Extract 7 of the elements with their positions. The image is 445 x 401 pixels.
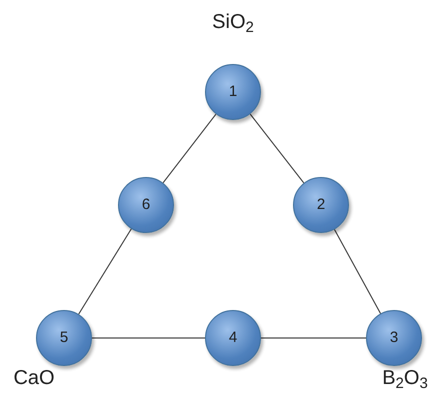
connector-line [334, 229, 382, 314]
connector-line [78, 228, 132, 315]
connector-line [250, 114, 304, 184]
component-label: B$_{2}$O$_{3}$ [381, 368, 429, 388]
connector-line [162, 114, 216, 184]
component-label: CaO [12, 368, 56, 388]
component-label: SiO$_{2}$ [211, 12, 255, 32]
